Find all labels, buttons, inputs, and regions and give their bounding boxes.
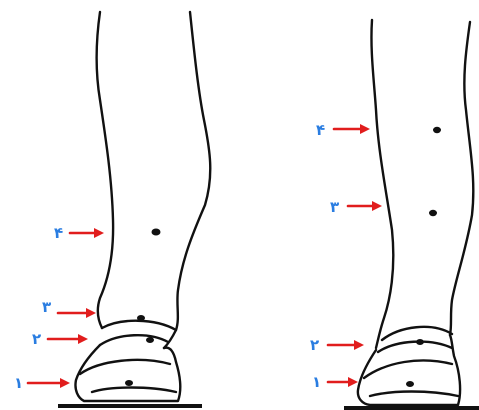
left-ankle-upper-band-inner	[100, 335, 168, 345]
right-point-2	[416, 339, 424, 345]
right-point-1	[406, 381, 414, 387]
left-figure: ۴ ٣ ٢ ١	[14, 12, 210, 406]
left-arrow-3	[58, 308, 96, 318]
right-point-4	[433, 127, 441, 133]
right-label-4: ۴	[316, 121, 325, 139]
right-heel-strap	[370, 392, 458, 397]
left-leg-outline-right	[176, 12, 210, 330]
left-point-1	[125, 380, 133, 386]
left-arrow-1	[28, 378, 70, 388]
right-ankle-inner	[378, 342, 452, 352]
right-label-1: ١	[312, 373, 321, 391]
right-ankle-upper-band	[382, 327, 452, 340]
left-arrow-4	[70, 228, 104, 238]
right-leg-outline-right	[450, 22, 473, 335]
left-point-4	[152, 229, 161, 236]
left-point-2	[146, 337, 154, 343]
left-arrow-2	[48, 334, 88, 344]
right-label-2: ٢	[310, 336, 319, 354]
left-label-3: ٣	[42, 298, 51, 316]
right-arrow-4	[334, 124, 370, 134]
right-arrow-2	[328, 340, 364, 350]
right-arrow-3	[348, 201, 382, 211]
left-foot-inner	[80, 360, 170, 374]
right-label-3: ٣	[330, 198, 339, 216]
right-leg-outline-left	[371, 20, 393, 348]
left-heel-strap	[92, 388, 176, 393]
right-figure: ۴ ٣ ٢ ١	[310, 20, 479, 408]
right-arrow-1	[328, 377, 358, 387]
right-foot-inner	[364, 360, 452, 378]
right-point-3	[429, 210, 437, 216]
left-label-1: ١	[14, 374, 23, 392]
left-point-3	[137, 315, 145, 321]
left-leg-outline-left	[97, 12, 113, 328]
left-label-2: ٢	[32, 330, 41, 348]
left-label-4: ۴	[54, 224, 63, 242]
